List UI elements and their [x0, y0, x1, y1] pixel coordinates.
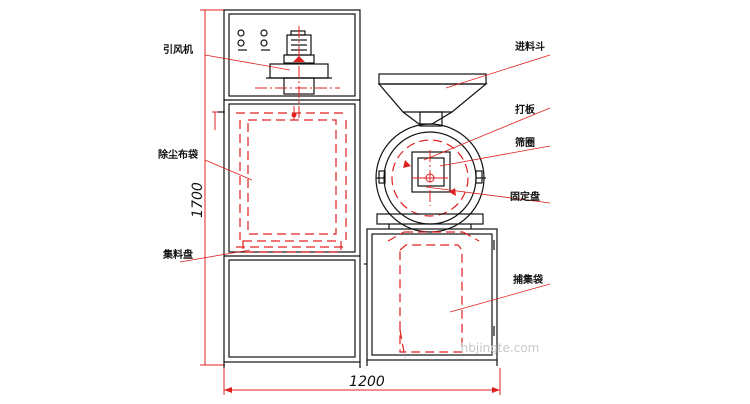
- label-feed-hopper: 进料斗: [515, 40, 545, 53]
- width-dimension: 1200: [223, 368, 501, 395]
- leader-lines: [179, 54, 551, 313]
- feed-hopper: [377, 73, 488, 127]
- watermark: hbjingte.com: [461, 341, 540, 355]
- label-screen-ring: 筛圈: [515, 136, 535, 149]
- label-dust-bag: 除尘布袋: [158, 148, 199, 161]
- label-beater: 打板: [515, 103, 536, 116]
- collecting-bag: [387, 231, 480, 359]
- width-label: 1200: [349, 374, 385, 390]
- label-collecting-tray: 集料盘: [162, 248, 193, 261]
- height-label: 1700: [190, 182, 206, 218]
- control-knobs: [237, 29, 270, 51]
- dust-bag: [236, 106, 348, 240]
- label-fixed-plate: 固定盘: [510, 190, 540, 203]
- grinding-chamber: [375, 123, 486, 233]
- height-dimension: 1700: [190, 9, 225, 366]
- induced-fan-motor: [255, 26, 340, 120]
- mill-base: [364, 213, 498, 366]
- label-collecting-bag: 捕集袋: [513, 273, 544, 286]
- label-induced-fan: 引风机: [163, 43, 193, 56]
- collecting-tray: [236, 240, 348, 253]
